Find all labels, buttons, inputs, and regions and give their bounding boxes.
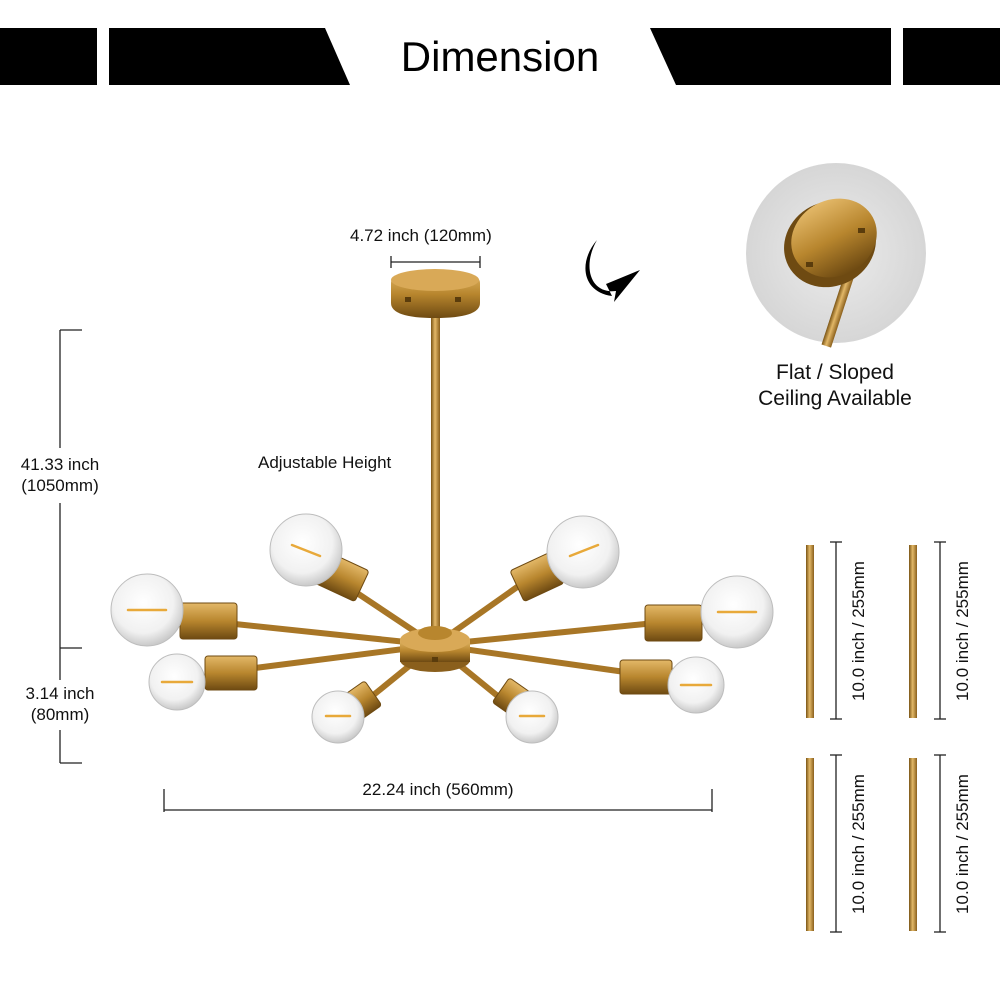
body-height-inch-label: 3.14 inch (25, 684, 95, 703)
body-height-mm-label: (80mm) (30, 705, 90, 724)
curved-arrow-icon (585, 240, 640, 302)
rod-3 (806, 758, 814, 931)
rod-1-label: 10.0 inch / 255mm (849, 561, 868, 701)
total-height-inch-label: 41.33 inch (20, 455, 100, 474)
chandelier (110, 269, 774, 744)
canopy-width-bracket (390, 256, 481, 268)
rod-brackets (830, 541, 946, 933)
rod-2 (909, 545, 917, 718)
rod-3-label: 10.0 inch / 255mm (849, 774, 868, 914)
total-width-label: 22.24 inch (560mm) (362, 780, 514, 799)
rod-4-label: 10.0 inch / 255mm (953, 774, 972, 914)
header-band-right-small (903, 28, 1000, 85)
header-bands (0, 28, 1000, 85)
rod-4 (909, 758, 917, 931)
header-band-left (109, 28, 350, 85)
height-bracket (59, 329, 82, 764)
width-bracket (163, 789, 713, 812)
page-title: Dimension (400, 33, 600, 80)
adjustable-height-label: Adjustable Height (258, 453, 392, 472)
canopy-width-label: 4.72 inch (120mm) (350, 226, 492, 245)
total-height-mm-label: (1050mm) (21, 476, 99, 495)
rod-2-label: 10.0 inch / 255mm (953, 561, 972, 701)
header-band-right (650, 28, 891, 85)
ceiling-caption-line2: Ceiling Available (758, 387, 912, 410)
ceiling-closeup (746, 163, 926, 348)
header-band-left-small (0, 28, 97, 85)
rod-1 (806, 545, 814, 718)
ceiling-caption: Flat / Sloped Ceiling Available (740, 360, 930, 412)
extension-rods (806, 545, 917, 931)
ceiling-caption-line1: Flat / Sloped (776, 361, 894, 384)
